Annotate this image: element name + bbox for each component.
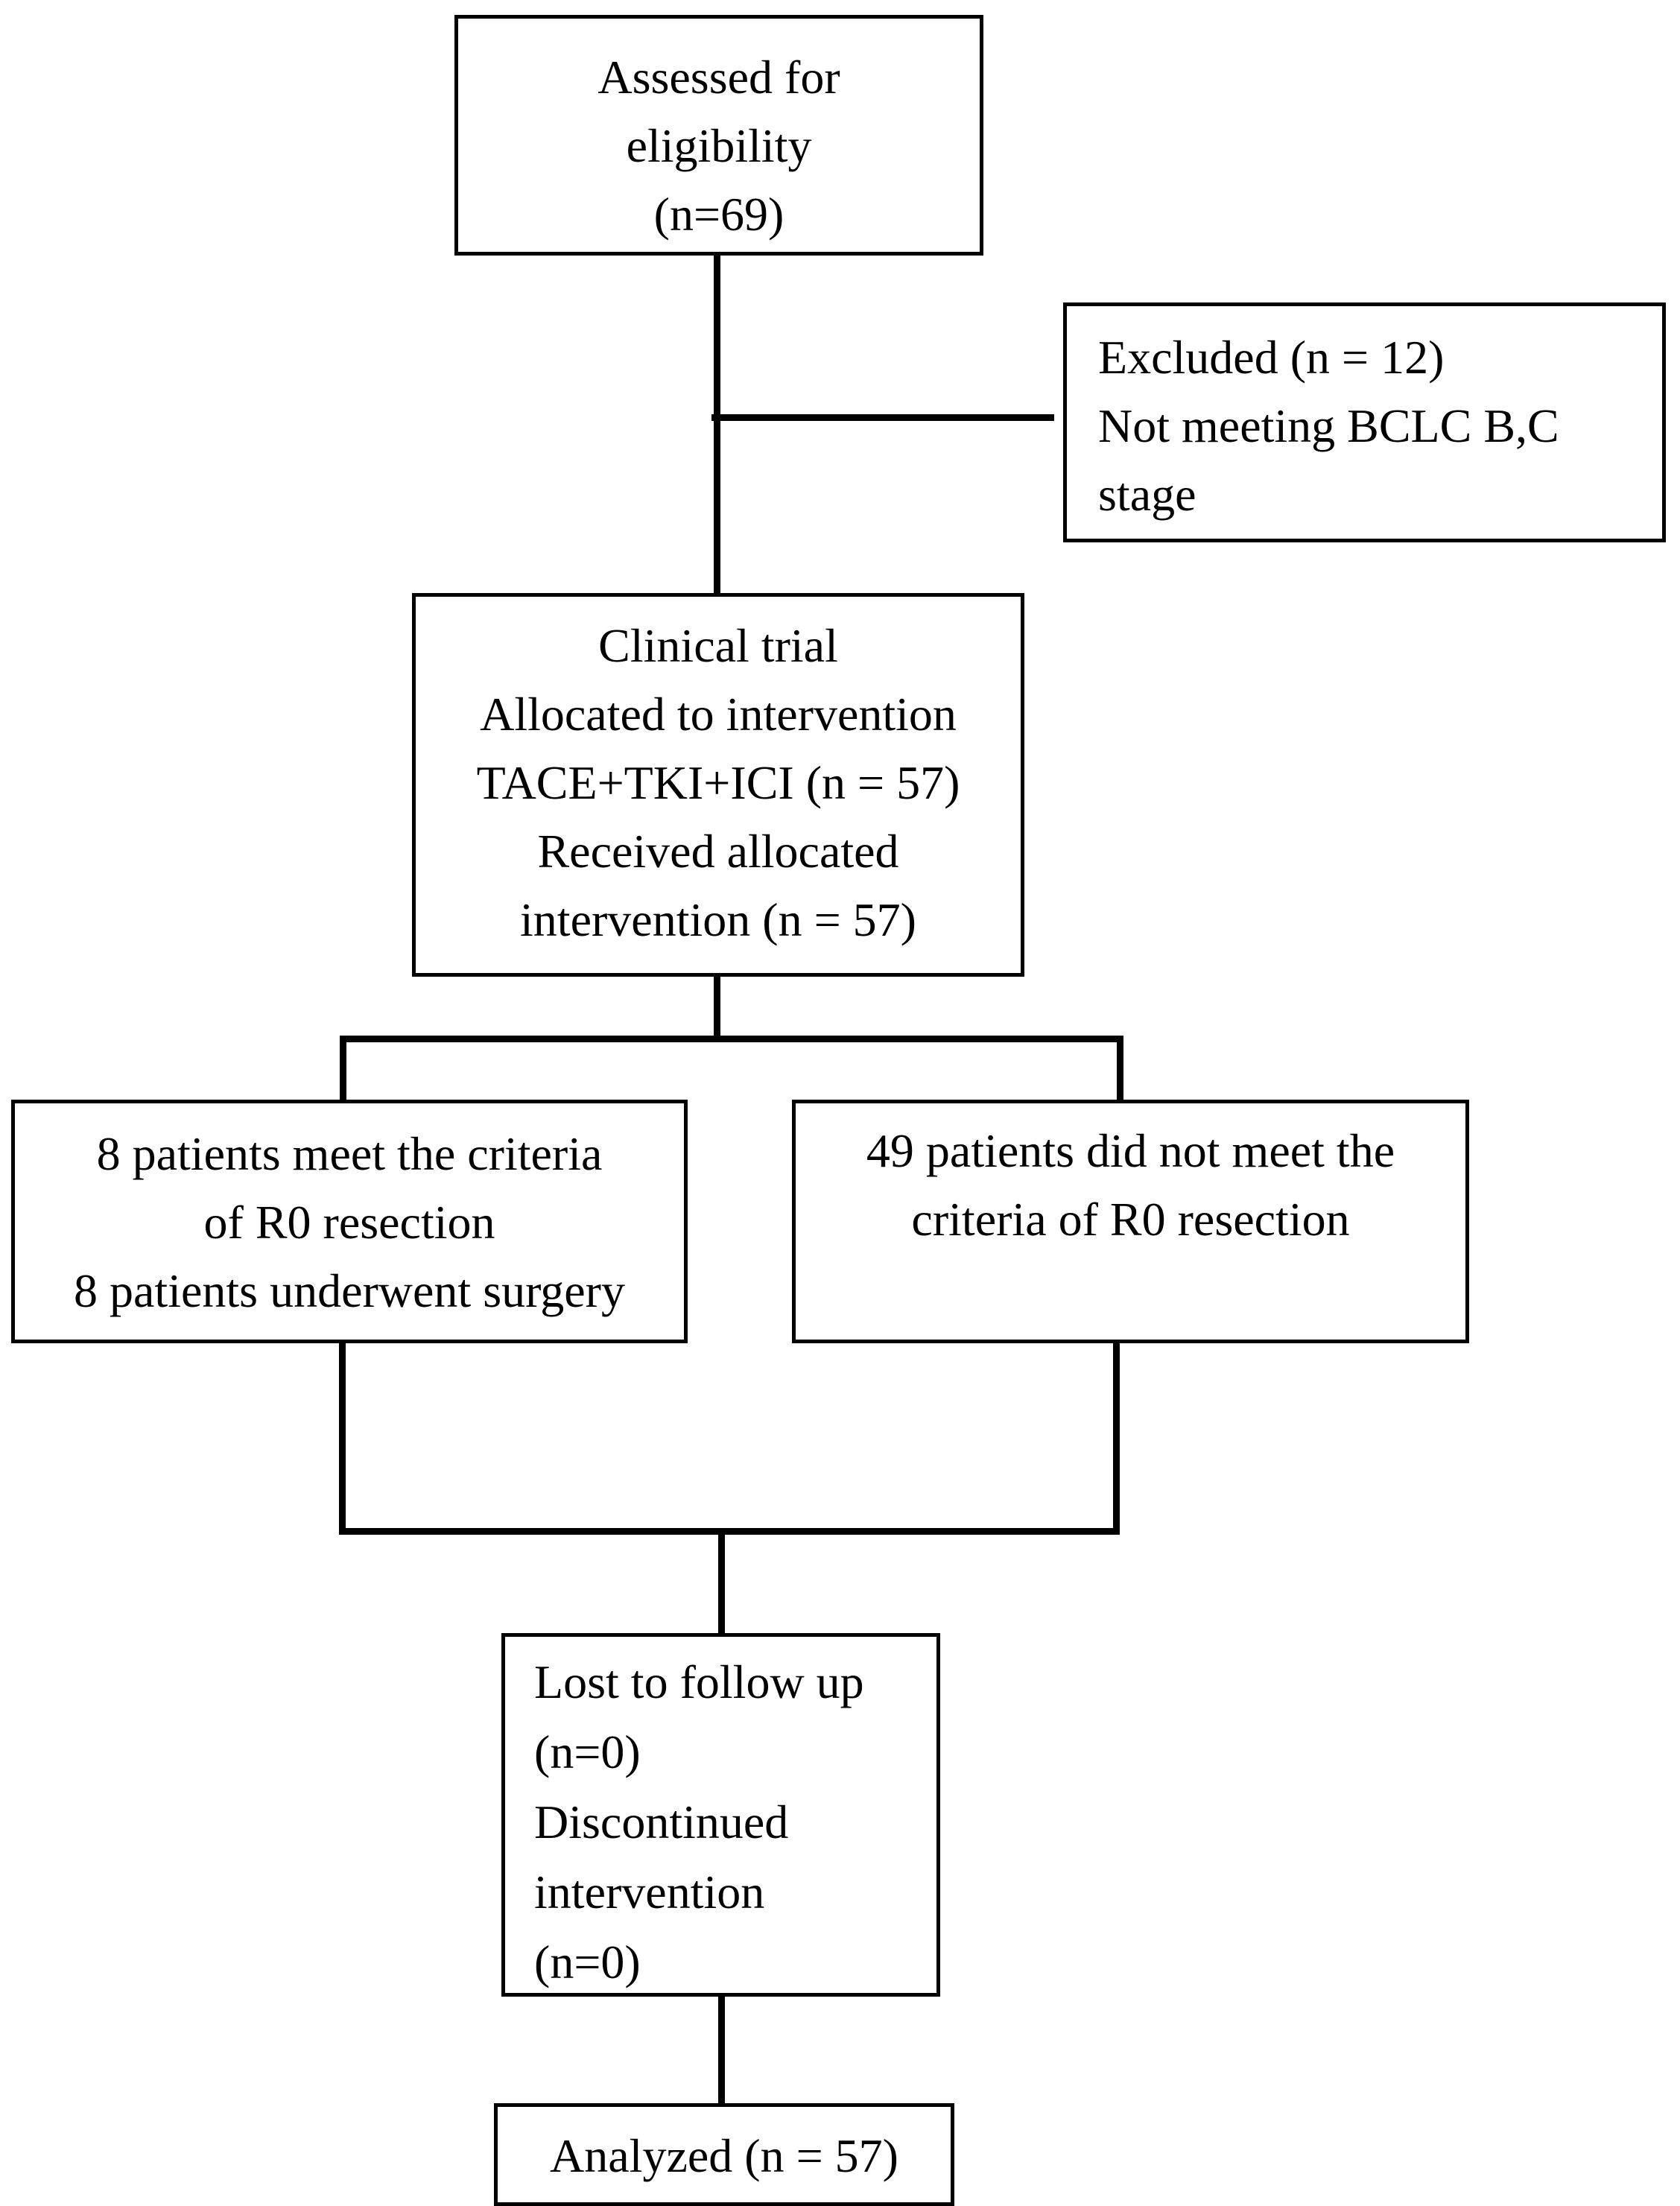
analyzed-box: Analyzed (n = 57) xyxy=(494,2103,954,2206)
not-meet-criteria-line: criteria of R0 resection xyxy=(911,1193,1350,1246)
meet-criteria-box: 8 patients meet the criteria of R0 resec… xyxy=(11,1100,688,1343)
connector-meet-down xyxy=(339,1341,346,1535)
connector-clinical-down xyxy=(714,974,720,1040)
connector-split-right-down xyxy=(1117,1036,1123,1101)
connector-not-meet-down xyxy=(1113,1341,1120,1535)
connector-assessed-to-clinical xyxy=(714,253,720,594)
follow-up-line: Lost to follow up xyxy=(534,1655,864,1708)
clinical-trial-line: Clinical trial xyxy=(598,619,838,672)
meet-criteria-line: 8 patients meet the criteria xyxy=(96,1127,603,1180)
connector-merge-down xyxy=(718,1528,725,1636)
follow-up-line: (n=0) xyxy=(534,1936,641,1988)
clinical-trial-line: Allocated to intervention xyxy=(480,688,957,741)
assessed-line: Assessed for xyxy=(597,51,840,104)
excluded-line: stage xyxy=(1098,468,1196,521)
follow-up-line: intervention xyxy=(534,1866,765,1918)
follow-up-line: Discontinued xyxy=(534,1795,789,1848)
connector-merge-horizontal xyxy=(339,1528,1120,1535)
assessed-box: Assessed for eligibility (n=69) xyxy=(454,15,983,256)
follow-up-line: (n=0) xyxy=(534,1725,641,1778)
not-meet-criteria-line: 49 patients did not meet the xyxy=(866,1124,1395,1177)
follow-up-box: Lost to follow up (n=0) Discontinued int… xyxy=(501,1633,940,1997)
meet-criteria-line: of R0 resection xyxy=(203,1196,495,1249)
connector-split-horizontal xyxy=(340,1036,1123,1042)
excluded-line: Excluded (n = 12) xyxy=(1098,331,1445,384)
clinical-trial-line: TACE+TKI+ICI (n = 57) xyxy=(476,756,960,809)
assessed-line: eligibility xyxy=(626,119,812,172)
excluded-line: Not meeting BCLC B,C xyxy=(1098,399,1559,452)
clinical-trial-line: intervention (n = 57) xyxy=(520,893,916,946)
connector-split-left-down xyxy=(340,1036,346,1101)
connector-followup-to-analyzed xyxy=(718,1995,725,2107)
clinical-trial-line: Received allocated xyxy=(537,825,899,878)
clinical-trial-box: Clinical trial Allocated to intervention… xyxy=(412,593,1024,977)
not-meet-criteria-box: 49 patients did not meet the criteria of… xyxy=(792,1100,1469,1343)
assessed-line: (n=69) xyxy=(653,188,784,241)
excluded-box: Excluded (n = 12) Not meeting BCLC B,C s… xyxy=(1063,302,1666,542)
meet-criteria-line: 8 patients underwent surgery xyxy=(74,1264,625,1317)
analyzed-line: Analyzed (n = 57) xyxy=(550,2129,898,2182)
connector-to-excluded xyxy=(711,414,1054,421)
